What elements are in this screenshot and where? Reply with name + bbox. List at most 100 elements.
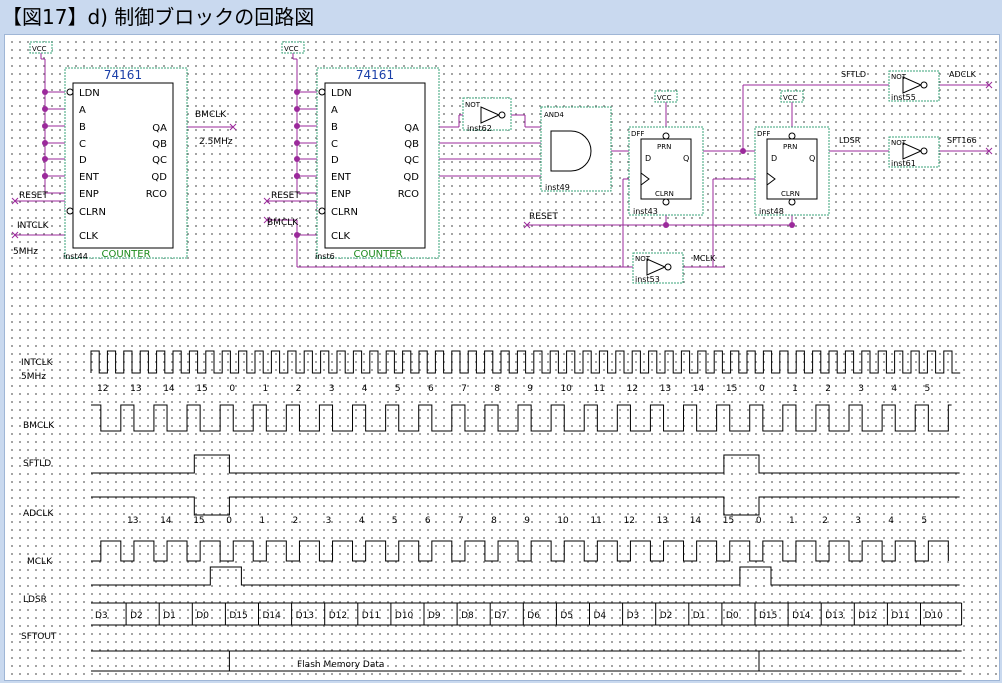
vcc-1-box	[29, 41, 53, 54]
and-inst49-label: AND4	[544, 111, 564, 119]
not-inst62-label: NOT	[465, 101, 481, 109]
pin-d-1: D	[79, 155, 87, 166]
mclk-count-23: 4	[888, 516, 894, 526]
vcc-dff2-label: VCC	[783, 94, 798, 102]
bmclk-count-19: 15	[726, 384, 737, 394]
pin-qa-2: QA	[404, 123, 419, 134]
junction-enp-2	[294, 173, 300, 179]
mclk-count-14: 11	[590, 516, 601, 526]
page-title: 【図17】d) 制御ブロックの回路図	[2, 2, 314, 32]
junction-1-4	[42, 156, 48, 162]
dff-inst43-clrn: CLRN	[655, 190, 674, 198]
bmclk-count-21: 1	[792, 384, 798, 394]
sftout-data-15: D4	[594, 611, 607, 621]
junction-1-1	[42, 106, 48, 112]
adclk-port	[985, 81, 993, 89]
bmclk-count-6: 2	[296, 384, 302, 394]
timing-label-intclk: INTCLK	[21, 358, 54, 368]
mclk-count-24: 5	[921, 516, 927, 526]
mclk-count-19: 0	[756, 516, 762, 526]
junction-2-2	[294, 123, 300, 129]
bmclk-count-24: 4	[891, 384, 897, 394]
mclk-count-11: 8	[491, 516, 497, 526]
sftout-data-0: D3	[95, 611, 108, 621]
dff-inst48-clrn: CLRN	[781, 190, 800, 198]
pin-ldn-1: LDN	[79, 88, 100, 99]
schematic-canvas: VCC74161COUNTERinst44LDNABCDENTENPCLRNCL…	[11, 41, 993, 672]
freq-2-5mhz: 2.5MHz	[199, 137, 233, 147]
counter-body-2	[324, 82, 426, 249]
dff-inst43-q: Q	[683, 154, 689, 163]
title-bracket-open: 【	[2, 5, 22, 29]
pin-ent-2: ENT	[331, 172, 352, 183]
sftout-data-6: D13	[296, 611, 314, 621]
dff-inst48-d: D	[771, 154, 777, 163]
dff-inst43-clk-symbol	[640, 172, 650, 186]
junction-reset-dff2	[789, 222, 795, 228]
junction-2-0	[294, 89, 300, 95]
bmclk-count-12: 8	[494, 384, 500, 394]
reset-port-1	[11, 197, 19, 205]
dff-inst48-prn: PRN	[783, 143, 797, 151]
pin-c-1: C	[79, 139, 86, 150]
dff-inst48-q: Q	[809, 154, 815, 163]
pin-clrn-2: CLRN	[331, 207, 358, 218]
reset-port-2	[263, 197, 271, 205]
counter-body-1	[72, 82, 174, 249]
ldn-bubble-1	[66, 88, 74, 96]
bmclk-count-16: 12	[627, 384, 638, 394]
not-inst61-bubble	[920, 147, 928, 155]
bmclk-count-4: 0	[229, 384, 235, 394]
sftout-data-21: D14	[792, 611, 811, 621]
pin-enp-1: ENP	[79, 189, 99, 200]
junction-1-2	[42, 123, 48, 129]
counter-part-label-2: 74161	[356, 68, 394, 82]
pin-b-1: B	[79, 122, 86, 133]
mclk-count-8: 5	[392, 516, 398, 526]
bmclk-in-port	[263, 216, 271, 224]
flash-memory-data-label: Flash Memory Data	[297, 660, 384, 670]
intclk-port	[11, 231, 19, 239]
bmclk-count-2: 14	[163, 384, 175, 394]
sftout-data-1: D2	[130, 611, 143, 621]
bmclk-count-3: 15	[196, 384, 207, 394]
not-inst61-inst: inst61	[891, 159, 916, 168]
sftout-data-10: D9	[428, 611, 441, 621]
vcc-dff1-box	[654, 90, 678, 103]
pin-rco-1: RCO	[146, 189, 167, 200]
not-inst62-bubble	[498, 111, 506, 119]
vcc-dff1-label: VCC	[657, 94, 672, 102]
sftout-data-19: D0	[726, 611, 739, 621]
net-ldsr: LDSR	[839, 136, 861, 145]
not-inst53-inst: inst53	[635, 275, 660, 284]
mclk-count-0: 13	[127, 516, 138, 526]
dff-inst43-inst: inst43	[633, 207, 658, 216]
timing-wave-bmclk	[91, 404, 952, 432]
pin-qb-2: QB	[404, 139, 419, 150]
timing-label-sftld: SFTLD	[23, 459, 51, 469]
sftout-data-25: D10	[925, 611, 944, 621]
mclk-count-16: 13	[657, 516, 668, 526]
not-inst53-triangle	[646, 258, 667, 276]
pin-clk-2: CLK	[331, 231, 351, 242]
reset-port-3	[523, 221, 531, 229]
dff-inst48-body	[766, 138, 818, 200]
not-inst55-bubble	[920, 81, 928, 89]
sftout-data-2: D1	[163, 611, 176, 621]
junction-2-4	[294, 156, 300, 162]
net-adclk: ADCLK	[949, 70, 977, 79]
net-bmclk-out: BMCLK	[195, 110, 227, 120]
net-sft166: SFT166	[947, 136, 977, 145]
pin-a-2: A	[331, 105, 338, 116]
junction-2-1	[294, 106, 300, 112]
clrn-bubble-2	[318, 207, 326, 215]
sftout-data-20: D15	[759, 611, 777, 621]
bmclk-count-5: 1	[263, 384, 269, 394]
timing-sublabel-intclk: 5MHz	[21, 372, 46, 382]
dff-inst43-clrn-bubble	[662, 198, 670, 206]
pin-qc-1: QC	[152, 155, 167, 166]
mclk-count-4: 1	[259, 516, 265, 526]
pin-enp-2: ENP	[331, 189, 351, 200]
bmclk-count-23: 3	[858, 384, 864, 394]
